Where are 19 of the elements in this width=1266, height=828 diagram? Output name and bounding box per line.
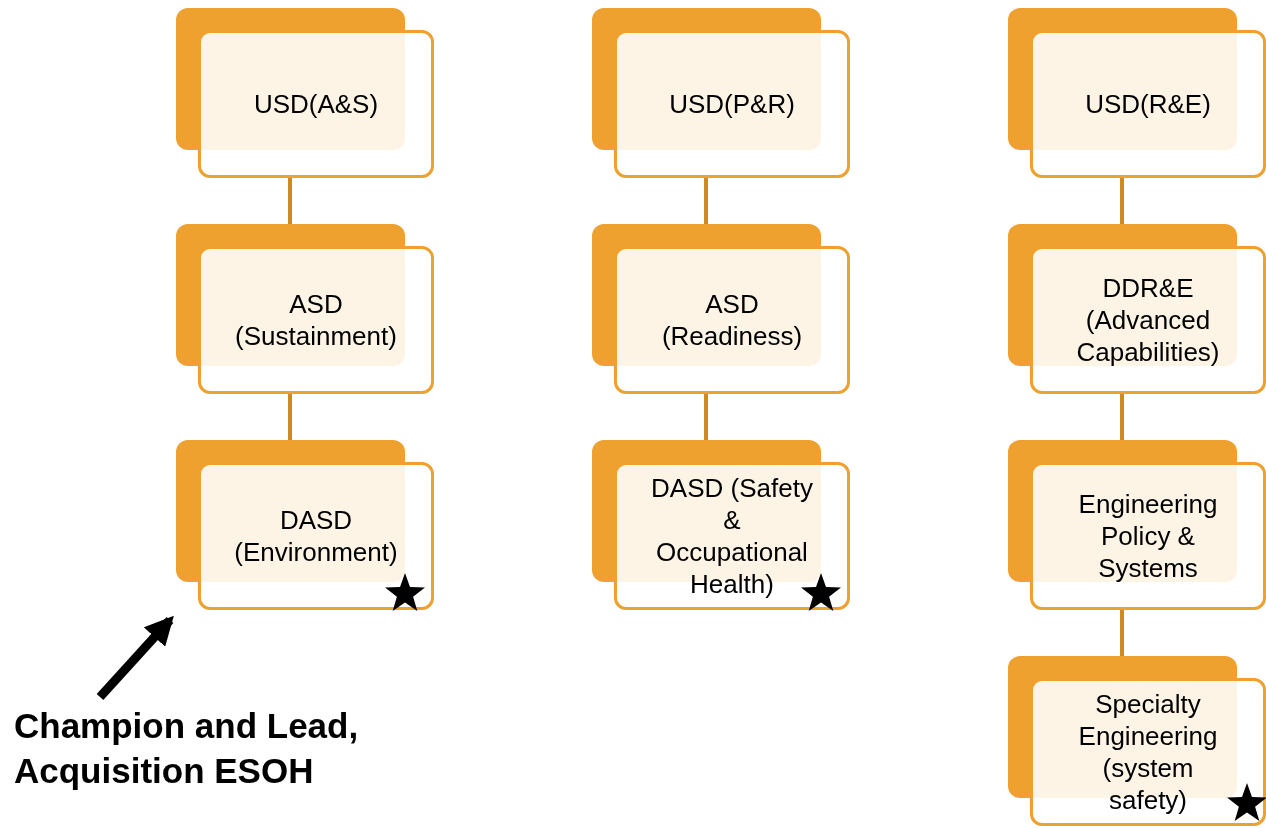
connector-line — [288, 394, 292, 440]
org-title: ASD (Sustainment) — [234, 288, 398, 352]
org-title: DASD (Safety & Occupational Health) — [650, 472, 814, 600]
org-title: USD(R&E) — [1085, 88, 1211, 120]
callout-text: Champion and Lead, Acquisition ESOH — [14, 705, 360, 792]
org-title: ASD (Readiness) — [660, 288, 804, 352]
connector-line — [704, 178, 708, 224]
org-title: Engineering Policy & Systems — [1077, 488, 1219, 584]
org-title: USD(A&S) — [253, 88, 379, 120]
connector-line — [288, 178, 292, 224]
org-title: USD(P&R) — [669, 88, 795, 120]
connector-line — [1120, 394, 1124, 440]
connector-line — [1120, 610, 1124, 656]
arrow — [96, 615, 174, 701]
connector-line — [704, 394, 708, 440]
org-title: DDR&E (Advanced Capabilities) — [1075, 272, 1221, 368]
org-title: Specialty Engineering (system safety) — [1077, 688, 1219, 816]
connector-line — [1120, 178, 1124, 224]
org-title: DASD (Environment) — [233, 504, 399, 568]
